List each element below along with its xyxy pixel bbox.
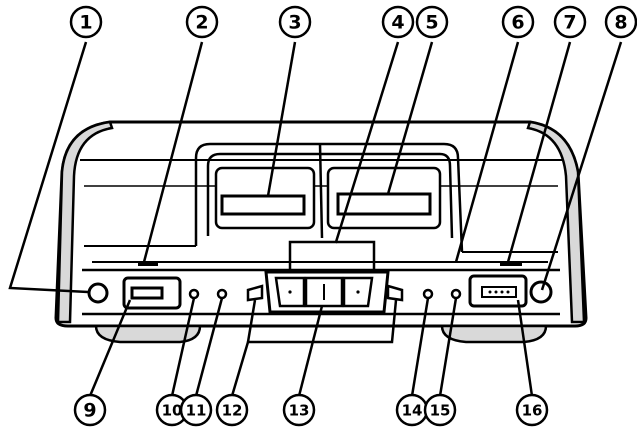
callout-number: 16 (522, 402, 543, 420)
callout-number: 14 (402, 402, 423, 420)
callout-number: 4 (391, 12, 404, 34)
callout-circle (415, 5, 449, 39)
callout-1: 1 (69, 5, 103, 39)
callout-circle (179, 393, 213, 427)
leader-lines (8, 41, 623, 397)
callout-circle (73, 393, 107, 427)
callout-circle (604, 5, 637, 39)
deck-housing (194, 142, 464, 253)
jack-15[interactable] (450, 288, 462, 300)
cassette-deck-2 (326, 166, 442, 230)
callout-number: 13 (289, 402, 310, 420)
jack-11[interactable] (216, 288, 228, 300)
callout-circle (215, 393, 249, 427)
callout-number: 8 (614, 12, 627, 34)
deck-2-handle (336, 192, 432, 216)
callout-9: 9 (73, 393, 107, 427)
callout-circle (185, 5, 219, 39)
left-slider-control[interactable] (122, 276, 182, 310)
right-indicator (500, 262, 522, 266)
callout-3: 3 (278, 5, 312, 39)
right-tab[interactable] (386, 284, 404, 302)
left-indicator (138, 262, 158, 266)
jack-10[interactable] (188, 288, 200, 300)
callout-7: 7 (553, 5, 587, 39)
callout-16: 16 (515, 393, 549, 427)
callout-10: 10 (155, 393, 189, 427)
right-slider-control[interactable] (468, 274, 528, 308)
callout-number: 11 (186, 402, 207, 420)
callout-circle (553, 5, 587, 39)
callout-4: 4 (381, 5, 415, 39)
callout-14: 14 (395, 393, 429, 427)
callout-6: 6 (501, 5, 535, 39)
callout-number: 2 (195, 12, 208, 34)
callout-number: 15 (430, 402, 451, 420)
left-foot (94, 324, 202, 344)
left-side-panel (56, 120, 114, 324)
callout-11: 11 (179, 393, 213, 427)
callout-12: 12 (215, 393, 249, 427)
callout-number: 10 (162, 402, 183, 420)
callout-circle (69, 5, 103, 39)
callout-circle (515, 393, 549, 427)
callout-2: 2 (185, 5, 219, 39)
callout-number: 1 (79, 12, 92, 34)
callout-5: 5 (415, 5, 449, 39)
callout-number: 12 (222, 402, 243, 420)
deck-1-handle (220, 194, 306, 216)
right-foot (440, 324, 548, 344)
left-tab[interactable] (246, 284, 264, 302)
cassette-deck-1 (214, 166, 316, 230)
callout-number: 6 (511, 12, 524, 34)
callout-15: 15 (423, 393, 457, 427)
callout-number: 5 (425, 12, 438, 34)
callout-circle (423, 393, 457, 427)
callout-number: 7 (563, 12, 576, 34)
callout-number: 9 (83, 400, 96, 422)
callout-circle (282, 393, 316, 427)
right-side-panel (526, 120, 586, 324)
center-button-cluster[interactable] (264, 270, 390, 314)
callout-circle (501, 5, 535, 39)
callout-13: 13 (282, 393, 316, 427)
callout-number: 3 (288, 12, 301, 34)
callout-circle (381, 5, 415, 39)
jack-14[interactable] (422, 288, 434, 300)
callout-8: 8 (604, 5, 637, 39)
left-knob[interactable] (87, 282, 109, 304)
right-knob[interactable] (529, 280, 553, 304)
callout-circle (278, 5, 312, 39)
deck-shelf (84, 245, 558, 253)
